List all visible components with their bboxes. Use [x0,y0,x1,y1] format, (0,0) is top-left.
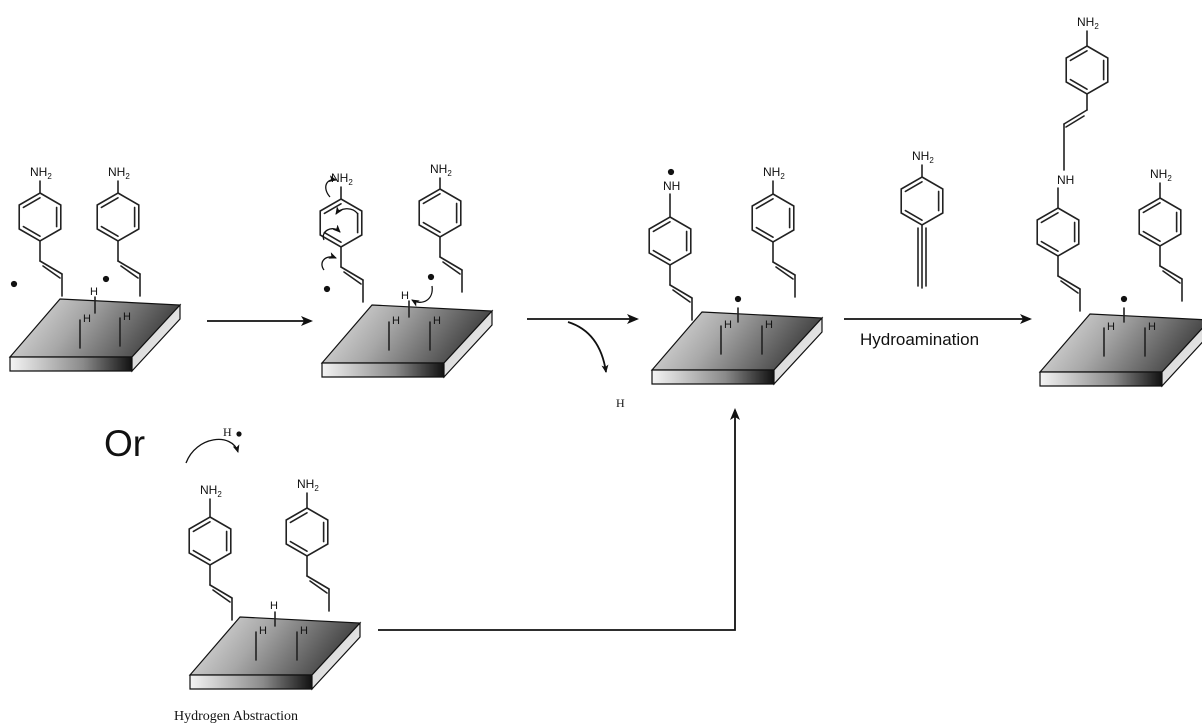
abstraction-path-arrow [378,408,740,631]
mol1-b-vinyl-double-b [120,265,139,279]
mol2-a-amine: NH2 [331,171,353,187]
slab-1-front [9,356,133,372]
electron-arrow-1 [325,175,337,198]
surface-h-5: H [270,600,278,612]
hydrogen-abstraction-caption: Hydrogen Abstraction [174,709,298,724]
mol5-a-vinyl-double-a [209,584,233,599]
mol5-b-vinyl-double-a [306,575,330,590]
mol1-b-vinyl-double-a [117,260,141,275]
mol3-a-ring [648,216,692,266]
surface-h-2b-label: H [392,315,400,327]
radical-dot-2a [323,285,331,293]
mol5-a-ring [188,516,232,566]
slab-3-side [773,316,823,386]
surface-h-1: H [90,286,98,298]
slab-2-front [321,362,445,378]
mol2-b-amine: NH2 [430,162,452,178]
electron-arrow-3 [322,224,341,241]
mol2-b-ring [418,188,462,238]
mol2-a-vinyl-double-a [340,266,364,281]
mol3-b-vinyl-double-a [772,261,796,276]
slab-2-side [443,309,493,379]
mol1-b-amine: NH2 [108,165,130,181]
surface-h-4c-label: H [1148,321,1156,333]
reagent-amine: NH2 [912,149,934,165]
mol2-a-vinyl-double-b [343,271,362,285]
surface-h-3c-label: H [765,319,773,331]
mol1-b-ring [96,192,140,242]
surface-radical-dot-4 [1120,295,1128,303]
reagent-ring [900,176,944,226]
mol4-b-vinyl-double-a [1159,265,1183,280]
electron-arrow-4 [321,252,337,271]
mol2-b-vinyl-double-b [442,261,461,275]
mol4-vinylene-a [1063,109,1088,125]
mol5-b-vinyl-double-b [309,580,328,594]
mol4-b-vinyl-double-b [1162,270,1181,284]
nh-radical-dot [667,168,675,176]
mol2-b-vinyl-double-a [439,256,463,271]
surface-h-5c-label: H [300,625,308,637]
radical-dot-1a [10,280,18,288]
mol3-a-vinyl-double-a [669,284,693,299]
h-radical-label: H [223,425,232,439]
radical-dot-1b [102,275,110,283]
mol4-b-amine: NH2 [1150,167,1172,183]
mol1-a-amine: NH2 [30,165,52,181]
mol4-nh-label: NH [1057,173,1074,187]
surface-h-2c-label: H [433,315,441,327]
mol5-b-ring [285,507,329,557]
h-radical-dot [236,431,242,437]
mol4-a-vinyl-double-a [1057,275,1081,290]
radical-dot-2b [427,273,435,281]
slab-5-front [189,674,313,690]
slab-3-front [651,369,775,385]
mol1-a-vinyl-double-a [39,260,63,275]
mol2-a-ring [319,198,363,248]
mol3-b-ring [751,193,795,243]
mol4-a-vinyl-double-b [1060,280,1079,294]
hydroamination-label: Hydroamination [860,330,979,349]
mol4-a-ring [1036,207,1080,257]
mol4-vinylene-b [1065,115,1085,128]
surface-h-4b-label: H [1107,321,1115,333]
surface-h-1b-label: H [83,313,91,325]
electron-arrow-5 [411,285,433,307]
electron-arrow-2 [335,206,359,215]
mol1-a-vinyl-double-b [42,265,61,279]
surface-h-3b-label: H [724,319,732,331]
slab-4-side [1161,327,1202,388]
surface-h-5b-label: H [259,625,267,637]
mol5-a-vinyl-double-b [212,589,231,603]
surface-h-1c-label: H [123,311,131,323]
mol1-a-ring [18,192,62,242]
slab-2-top [320,304,494,364]
mol3-b-amine: NH2 [763,165,785,181]
surface-h-2: H [401,290,409,302]
surface-radical-dot-3 [734,295,742,303]
or-label: Or [104,423,145,464]
nh-radical-label: NH [663,179,680,193]
mol4-top-ring [1065,45,1109,95]
h-abstraction-curly-arrow [185,438,240,464]
mol3-b-vinyl-double-b [775,266,794,280]
mol4-b-ring [1138,197,1182,247]
h-leaving-label: H [616,396,625,410]
slab-4-front [1039,371,1163,387]
h-release-arrow [567,321,609,373]
slab-5-side [311,621,361,691]
mol5-b-amine: NH2 [297,477,319,493]
mol3-a-vinyl-double-b [672,289,691,303]
slab-3-top [650,311,824,371]
mol4-top-amine: NH2 [1077,15,1099,31]
mol5-a-amine: NH2 [200,483,222,499]
slab-1-side [131,303,181,373]
